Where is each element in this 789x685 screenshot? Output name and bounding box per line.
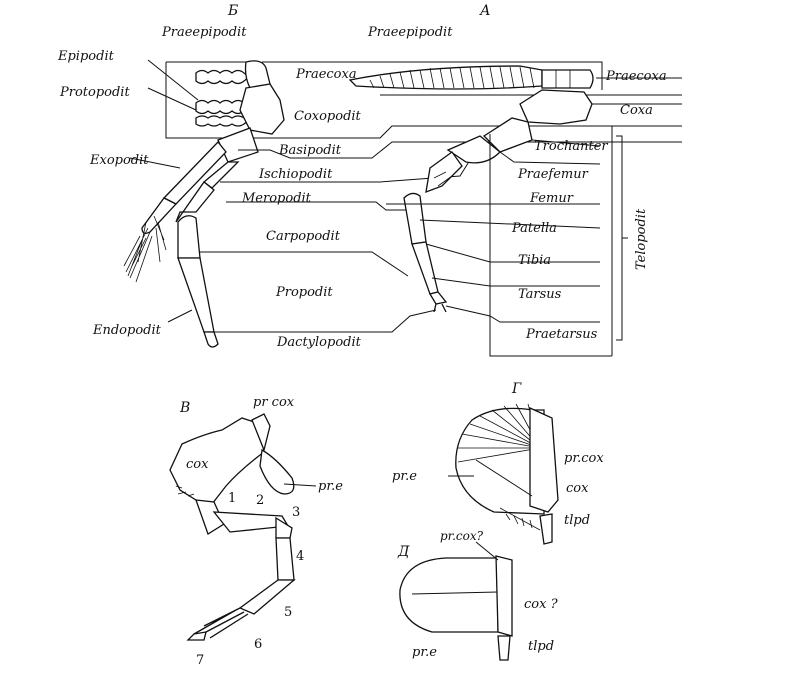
d-label-pre: pr.e xyxy=(412,645,437,660)
femur-segment xyxy=(425,151,463,194)
d-praeepipodit-lobe xyxy=(399,557,499,633)
v-number-5: 5 xyxy=(284,605,292,620)
panel-a: А xyxy=(348,3,682,357)
leaders-a xyxy=(386,61,682,357)
epipodite-lobes xyxy=(195,69,248,127)
v-number-2: 2 xyxy=(256,493,264,508)
coxa-segment-a xyxy=(519,89,593,125)
b-label-exopodit: Exopodit xyxy=(89,153,149,168)
b-label-protopodit: Protopodit xyxy=(59,85,130,100)
panel-b: Б xyxy=(57,3,682,350)
b-label-praeepipodit: Praeepipodit xyxy=(161,25,247,40)
g-label-pre: pr.e xyxy=(392,469,417,484)
exopodit-setae xyxy=(123,215,167,283)
patella-segment xyxy=(403,192,427,245)
a-label-tibia: Tibia xyxy=(518,253,551,268)
a-label-coxa: Coxa xyxy=(620,103,653,118)
v-praecoxa xyxy=(251,413,271,453)
v-number-6: 6 xyxy=(254,637,262,652)
g-label-prcox: pr.cox xyxy=(564,451,604,466)
v-label-prcox: pr cox xyxy=(253,395,295,410)
meropodit-segment xyxy=(175,181,215,223)
v-label-pre: pr.e xyxy=(318,479,343,494)
praefemur-segment xyxy=(446,135,501,164)
basipodit-segment xyxy=(217,127,259,163)
a-label-praetarsus: Praetarsus xyxy=(525,327,598,342)
v-number-1: 1 xyxy=(228,491,236,506)
d-label-prcox: pr.cox? xyxy=(440,529,484,543)
b-label-praecoxa: Praecoxa xyxy=(295,67,357,82)
telopodit-bracket xyxy=(616,135,628,341)
a-label-tarsus: Tarsus xyxy=(518,287,562,302)
panel-d: Д pr.cox? cox ? pr.e tlpd xyxy=(397,529,559,661)
b-label-basipodit: Basipodit xyxy=(278,143,342,158)
g-label-cox: cox xyxy=(566,481,589,496)
v-praeepipodit-lobe xyxy=(259,448,295,495)
panel-b-mark: Б xyxy=(227,3,238,19)
d-coxa-body xyxy=(495,555,513,637)
g-praeepipodit-fan xyxy=(455,407,545,515)
v-number-4: 4 xyxy=(296,549,304,564)
a-label-patella: Patella xyxy=(511,221,557,236)
v-number-7: 7 xyxy=(196,653,204,668)
praetarsus-claw xyxy=(433,303,447,313)
v-seg-4 xyxy=(275,537,295,581)
leaders-b xyxy=(129,59,682,333)
dactylopodit-segment xyxy=(203,331,219,348)
b-label-ischiopodit: Ischiopodit xyxy=(258,167,333,182)
v-seg-7 xyxy=(186,631,207,641)
d-label-tlpd: tlpd xyxy=(528,639,554,654)
panel-g: Г pr.cox pr.e cox tlpd xyxy=(392,381,604,545)
g-label-tlpd: tlpd xyxy=(564,513,590,528)
v-seg-6 xyxy=(193,607,249,639)
g-coxa-body xyxy=(529,406,559,513)
tibia-segment xyxy=(411,241,439,295)
tarsus-segment xyxy=(428,291,448,305)
a-label-trochanter: Trochanter xyxy=(534,139,608,154)
g-telopodit xyxy=(539,513,553,545)
carpopodit-segment xyxy=(177,215,201,259)
d-label-cox: cox ? xyxy=(524,597,559,612)
b-label-carpopodit: Carpopodit xyxy=(266,229,341,244)
v-label-cox: cox xyxy=(186,457,209,472)
b-label-propodit: Propodit xyxy=(275,285,333,300)
propodit-segment xyxy=(177,257,215,333)
a-label-praefemur: Praefemur xyxy=(517,167,589,182)
b-label-dactylopodit: Dactylopodit xyxy=(276,335,362,350)
b-label-endopodit: Endopodit xyxy=(92,323,162,338)
b-label-epipodit: Epipodit xyxy=(57,49,115,64)
a-label-praeepipodit: Praeepipodit xyxy=(367,25,453,40)
praecoxa-segment-a xyxy=(541,69,594,89)
protopodit-frame xyxy=(165,61,682,139)
v-coxa-body xyxy=(169,417,265,505)
panel-a-mark: А xyxy=(479,3,491,19)
panel-g-mark: Г xyxy=(511,381,522,397)
panel-v-mark: В xyxy=(179,400,190,416)
a-label-praecoxa: Praecoxa xyxy=(605,69,667,84)
a-label-femur: Femur xyxy=(529,191,574,206)
coxopodit-segment xyxy=(239,83,285,135)
panel-v: В pr cox cox pr.e 1 2 3 4 5 6 7 xyxy=(169,395,343,668)
d-telopodit xyxy=(497,635,511,661)
a-label-telopodit: Telopodit xyxy=(634,208,649,270)
b-label-meropodit: Meropodit xyxy=(241,191,312,206)
praeepipodit-comb-teeth xyxy=(369,66,535,89)
panel-d-mark: Д xyxy=(397,544,410,560)
b-label-coxopodit: Coxopodit xyxy=(294,109,362,124)
v-number-3: 3 xyxy=(292,505,300,520)
v-seg-5 xyxy=(238,579,296,615)
